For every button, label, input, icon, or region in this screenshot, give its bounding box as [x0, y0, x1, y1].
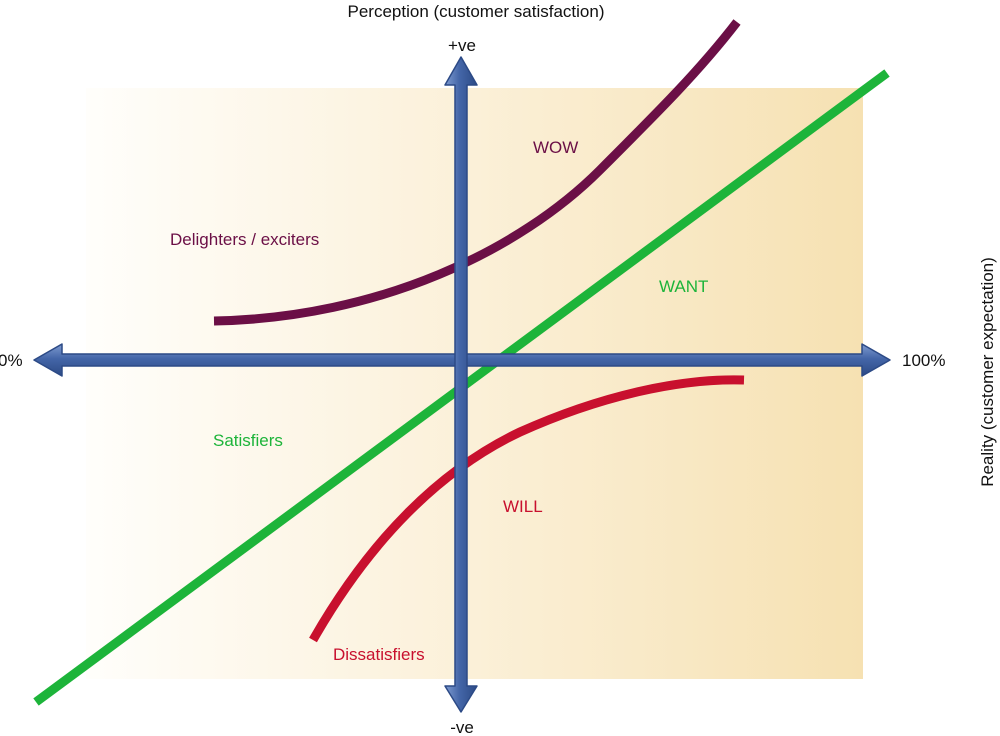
dissatisfiers-label: Dissatisfiers	[333, 645, 425, 664]
delighters-curve	[213, 19, 741, 326]
wow-label: WOW	[533, 138, 578, 157]
delighters-label: Delighters / exciters	[170, 230, 319, 249]
vertical-axis	[444, 56, 478, 713]
want-label: WANT	[659, 277, 708, 296]
will-label: WILL	[503, 497, 543, 516]
dissatisfiers-curve	[309, 375, 745, 643]
x-axis-left-label: 0%	[0, 351, 23, 370]
x-axis-right-label: 100%	[902, 351, 945, 370]
x-axis-title: Reality (customer expectation)	[978, 257, 997, 487]
y-axis-title: Perception (customer satisfaction)	[348, 2, 605, 21]
y-axis-bottom-label: -ve	[450, 718, 474, 736]
y-axis-top-label: +ve	[448, 36, 476, 55]
satisfiers-label: Satisfiers	[213, 431, 283, 450]
